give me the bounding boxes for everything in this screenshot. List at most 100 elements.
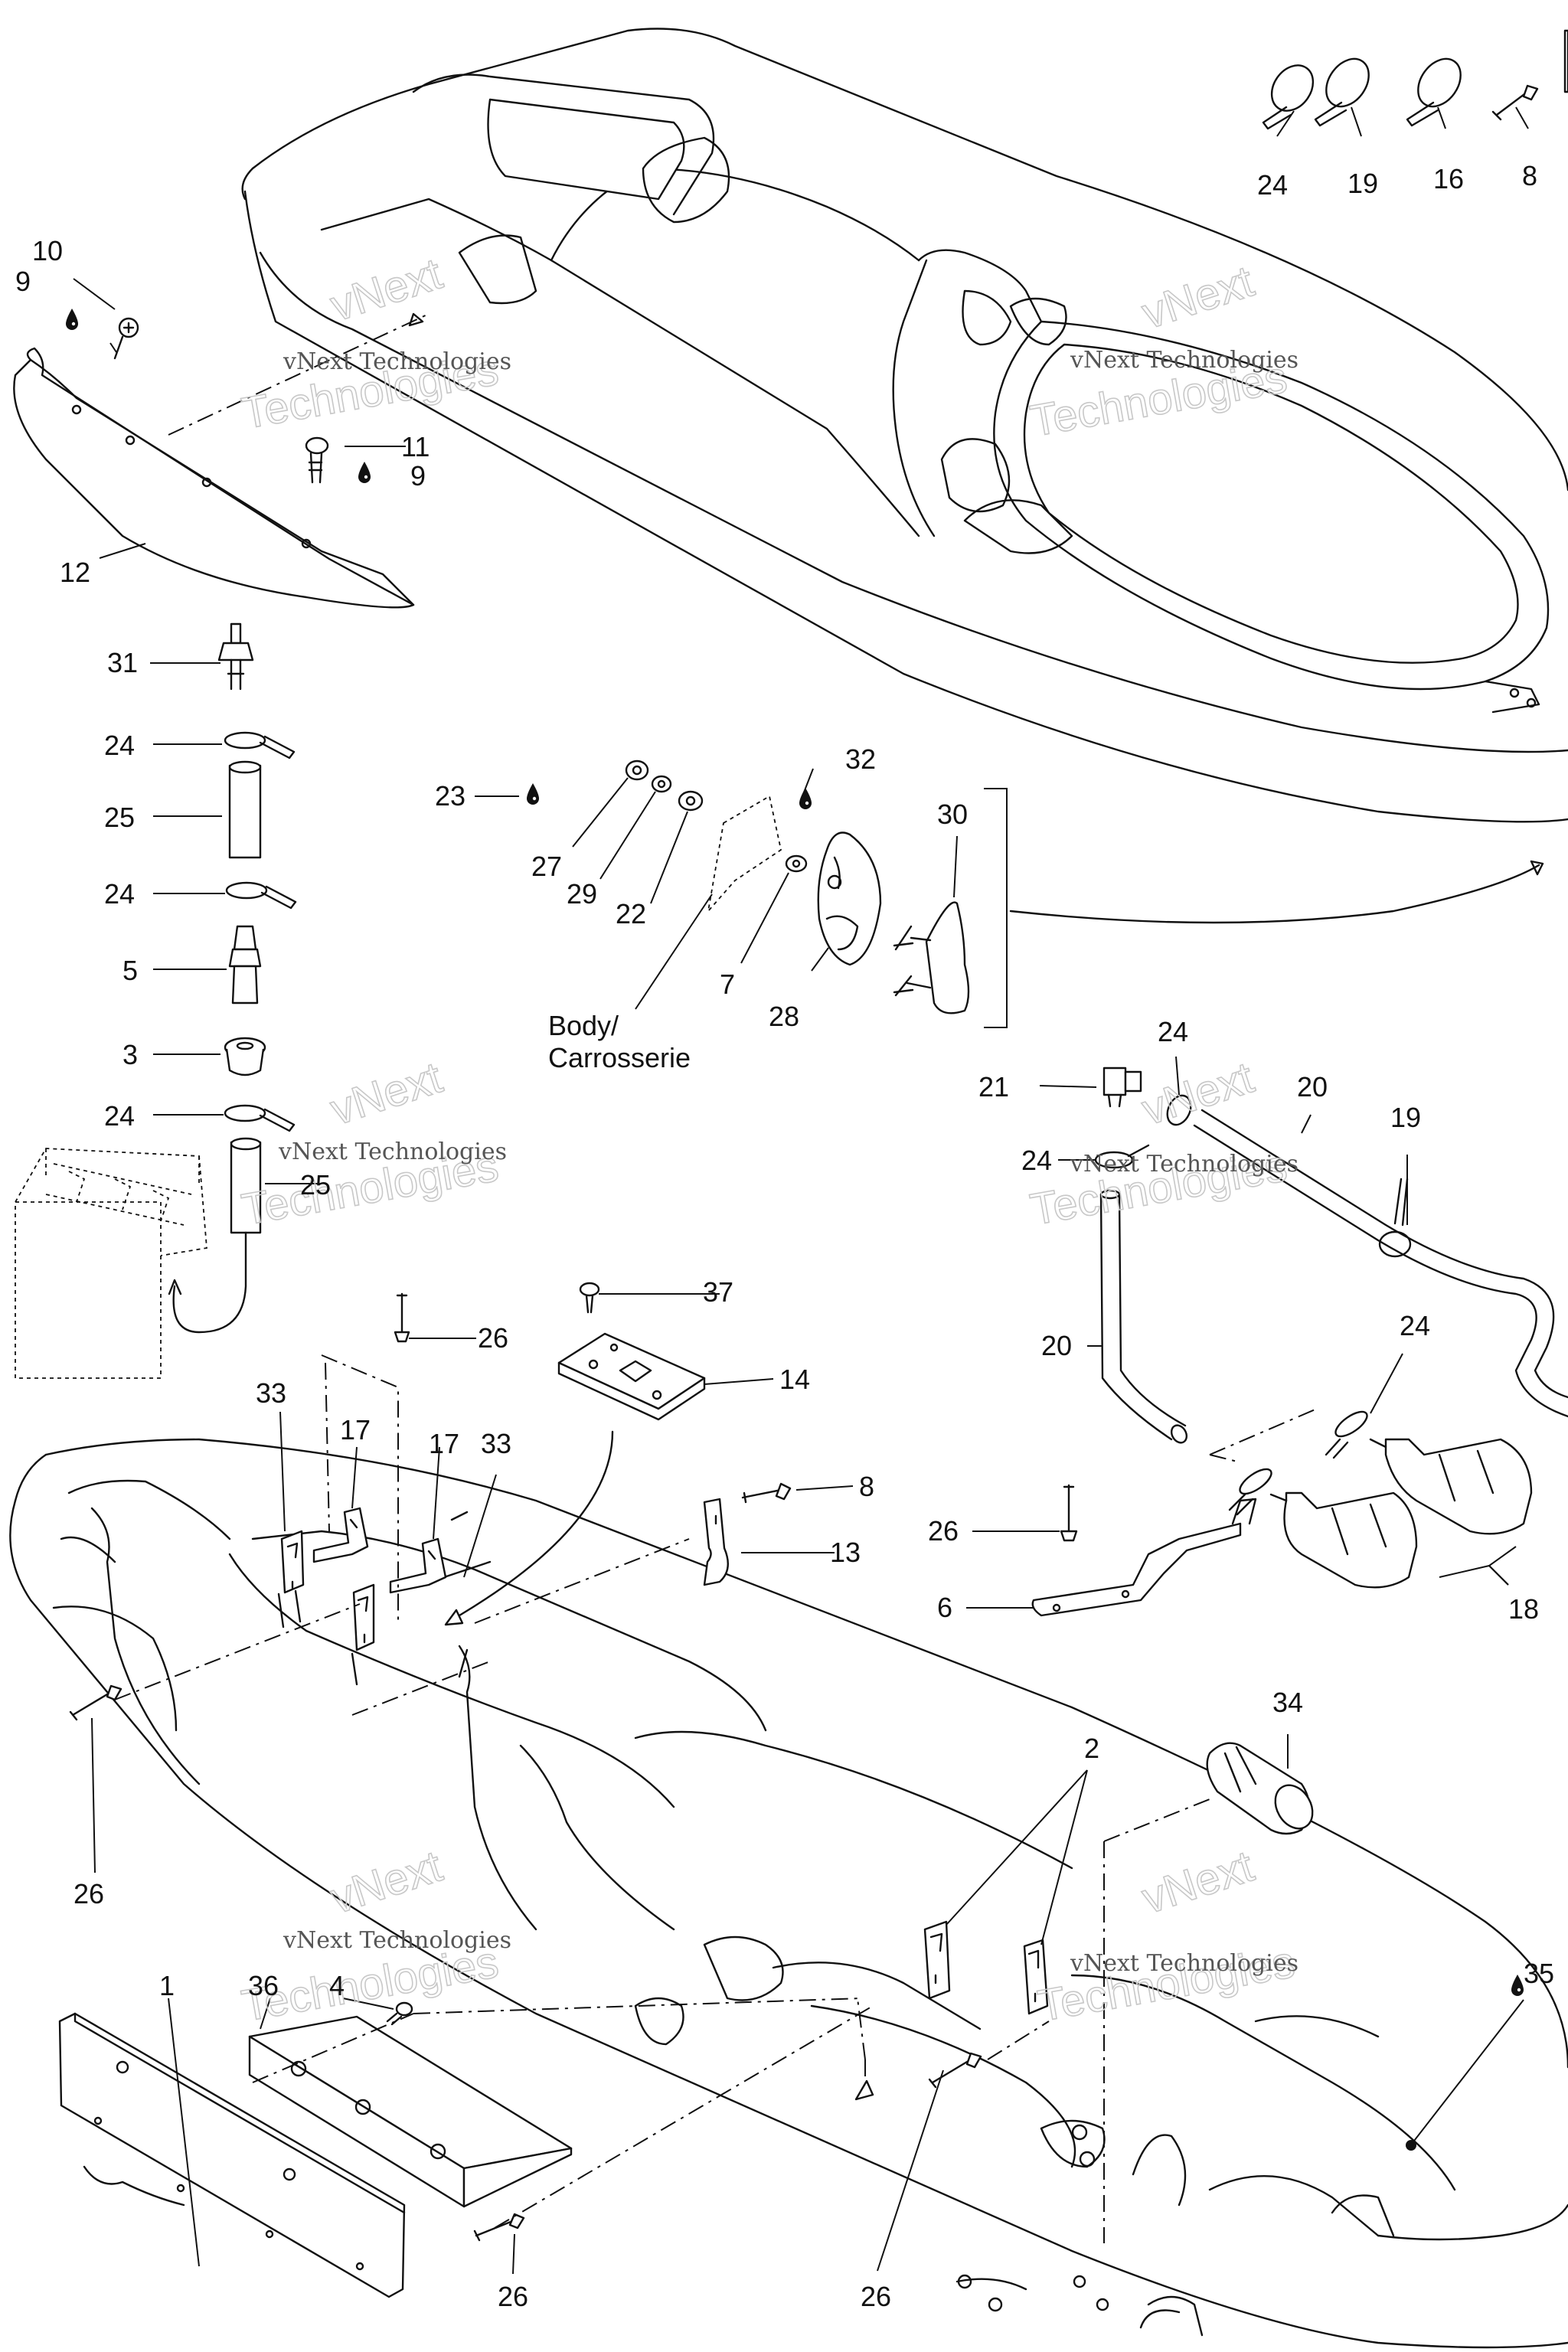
part-11-screw (305, 436, 329, 484)
svg-text:vNext: vNext (325, 249, 448, 332)
part-24-clamp-f (1325, 1410, 1368, 1459)
svg-text:vNext Technologies: vNext Technologies (283, 1927, 511, 1954)
callout-23: 23 (435, 780, 466, 812)
svg-text:vNext: vNext (1136, 256, 1259, 339)
callout-9: 9 (410, 460, 426, 492)
part-33-bracket-a (277, 1530, 305, 1628)
callout-24: 24 (1158, 1016, 1188, 1047)
part-2-bracket-b (1023, 1939, 1049, 2015)
part-21-elbow-fitting (1102, 1067, 1142, 1108)
callout-12: 12 (60, 557, 90, 588)
watermark: vNext Technologies vNext Technologies (1026, 256, 1298, 447)
part-37-screw (579, 1282, 600, 1314)
callout-8: 8 (859, 1471, 874, 1502)
part-16-strap-top (1406, 57, 1462, 127)
callout-19: 19 (1348, 168, 1378, 199)
part-22-washer (678, 790, 704, 812)
callout-24: 24 (104, 730, 135, 761)
svg-text:vNext Technologies: vNext Technologies (283, 348, 511, 375)
part-6-support-bracket (1031, 1498, 1257, 1617)
svg-text:vNext: vNext (1136, 1841, 1259, 1924)
callout-13: 13 (830, 1537, 861, 1568)
part-25-hose-a (228, 760, 262, 859)
callout-11: 11 (401, 431, 430, 462)
part-18-vent-assembly (1269, 1438, 1533, 1589)
callout-34: 34 (1272, 1687, 1303, 1718)
lower-hull (9, 1438, 1568, 2349)
svg-text:vNext: vNext (325, 1841, 448, 1924)
part-26-rivet-e (473, 2213, 525, 2242)
callout-10: 10 (32, 235, 63, 266)
svg-text:vNext Technologies: vNext Technologies (1070, 1151, 1298, 1178)
part-29-washer (651, 775, 672, 793)
part-27-nut (625, 760, 649, 781)
watermark: vNext Technologies vNext Technologies (237, 1052, 507, 1236)
part-20-vent-hose-a (1099, 1189, 1188, 1444)
part-26-rivet-a (1060, 1484, 1078, 1542)
watermark: vNext Technologies vNext Technologies (1026, 1052, 1298, 1236)
part-19-strap-top (1314, 57, 1370, 127)
part-1-panel (58, 2012, 406, 2298)
part-8-rivet-a (741, 1482, 792, 1504)
watermark: vNext Technologies vNext Technologies (237, 1841, 511, 2032)
liquid-drop-icon (799, 788, 812, 809)
battery-outline (15, 1148, 207, 1379)
callout-labels: 24 19 16 8 10 9 11 9 12 31 24 25 24 5 3 … (15, 160, 1554, 2312)
callout-37: 37 (703, 1276, 733, 1308)
callout-24: 24 (1021, 1145, 1052, 1176)
liquid-drop-icon (66, 309, 78, 330)
callout-26: 26 (498, 2281, 528, 2312)
callout-26: 26 (478, 1322, 508, 1354)
callout-29: 29 (567, 878, 597, 910)
callout-18: 18 (1508, 1593, 1539, 1625)
callout-26: 26 (928, 1515, 959, 1547)
part-7-gasket (785, 854, 808, 873)
callout-8: 8 (1522, 160, 1537, 191)
callout-17: 17 (340, 1414, 371, 1446)
callout-26: 26 (861, 2281, 891, 2312)
callout-20: 20 (1041, 1330, 1072, 1361)
callout-33: 33 (481, 1428, 511, 1459)
part-28-drain-housing (817, 831, 882, 966)
part-30-drain-plug (893, 901, 970, 1014)
part-34-plug (1206, 1742, 1314, 1835)
svg-text:vNext Technologies: vNext Technologies (1070, 347, 1298, 374)
callout-24: 24 (1257, 169, 1288, 201)
part-33-bracket-b (351, 1583, 375, 1686)
part-8-rivet-b (1491, 84, 1539, 121)
callout-4: 4 (329, 1970, 345, 2001)
part-17-bracket-a (312, 1507, 369, 1563)
svg-text:vNext: vNext (325, 1053, 448, 1135)
callout-32: 32 (845, 743, 876, 775)
part-36-plate (248, 2015, 573, 2208)
assembly-lines (114, 313, 1318, 2243)
watermark: vNext Technologies vNext Technologies (237, 248, 511, 439)
bracket-30 (984, 788, 1008, 1028)
upper-deck (241, 28, 1568, 924)
callout-28: 28 (769, 1001, 799, 1032)
callout-36: 36 (248, 1970, 279, 2001)
watermark: vNext Technologies vNext Technologies (1034, 1841, 1298, 2032)
callout-26: 26 (74, 1878, 104, 1909)
part-2-bracket-a (923, 1920, 951, 2000)
callout-24: 24 (1400, 1310, 1430, 1341)
part-20-vent-hose-b (1193, 1109, 1568, 1418)
part-26-rivet-d (928, 2052, 982, 2089)
callout-2: 2 (1084, 1733, 1099, 1764)
body-label-line1: Body/ (548, 1010, 619, 1041)
svg-text:vNext Technologies: vNext Technologies (1070, 1950, 1298, 1977)
body-label-line2: Carrosserie (548, 1042, 691, 1073)
callout-30: 30 (937, 799, 968, 830)
callout-9: 9 (15, 266, 31, 297)
part-25-hose-b (168, 1137, 262, 1334)
callout-7: 7 (720, 969, 735, 1000)
callout-16: 16 (1433, 163, 1464, 194)
part-24-clamp-a (224, 731, 296, 760)
part-24-clamp-e (1094, 1144, 1150, 1169)
part-3-grommet (224, 1037, 266, 1076)
callout-27: 27 (531, 851, 562, 882)
callout-21: 21 (978, 1071, 1009, 1102)
part-31-check-valve (217, 622, 254, 691)
callout-6: 6 (937, 1592, 952, 1623)
